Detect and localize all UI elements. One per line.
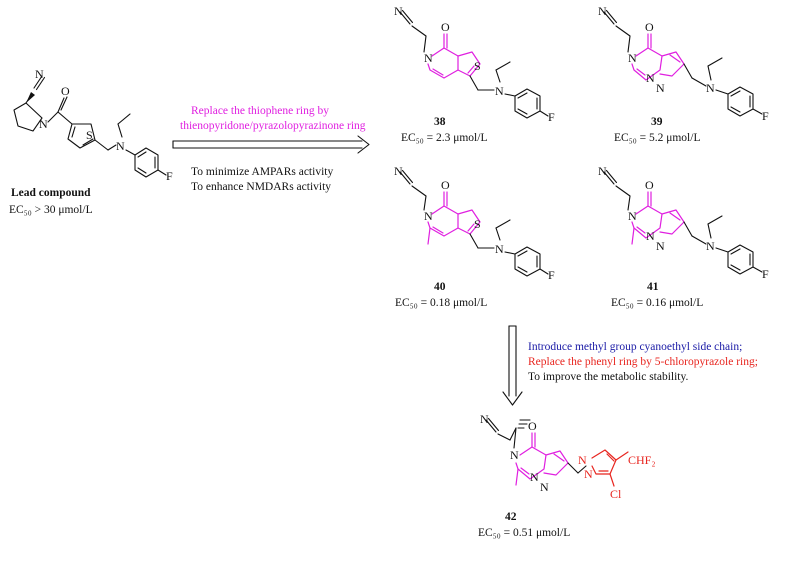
c39-pyrazole-n1: N <box>656 81 665 95</box>
compound-42-ec50: EC₅₀ = 0.51 μmol/L <box>478 527 570 539</box>
c39-ring-n: N <box>628 51 637 65</box>
c42-carbonyl-o: O <box>528 419 537 433</box>
c40-sulfur: S <box>474 217 481 231</box>
lead-amine-n: N <box>116 139 125 153</box>
compound-39-ec50: EC₅₀ = 5.2 μmol/L <box>614 132 700 144</box>
compound-42-label: 42 <box>505 511 517 523</box>
c39-pyrazole-n2: N <box>646 71 655 85</box>
c42-chlorine: Cl <box>610 487 622 501</box>
c38-ring-n: N <box>424 51 433 65</box>
compound-41-ec50: EC₅₀ = 0.16 μmol/L <box>611 297 703 309</box>
step2-text-line1: Introduce methyl group cyanoethyl side c… <box>528 341 742 353</box>
compound-38-ec50: EC₅₀ = 2.3 μmol/L <box>401 132 487 144</box>
step2-text-line3: To improve the metabolic stability. <box>528 371 688 383</box>
compound-41-label: 41 <box>647 281 659 293</box>
c41-fluorine: F <box>762 267 769 281</box>
step1-text-line2: thienopyridone/pyrazolopyrazinone ring <box>180 120 366 132</box>
c41-ring-n: N <box>628 209 637 223</box>
c39-amine-n: N <box>706 81 715 95</box>
lead-compound-structure: N N O S N F <box>13 67 173 183</box>
c42-pyrazole-n1: N <box>540 480 549 494</box>
c39-carbonyl-o: O <box>645 20 654 34</box>
c38-nitrile-n: N <box>394 4 403 18</box>
compound-38-label: 38 <box>434 116 446 128</box>
lead-compound-label: Lead compound <box>11 187 91 199</box>
c42-chloropyrazole-n1: N <box>578 453 587 467</box>
compound-38-structure: N N O S N F <box>394 4 555 124</box>
c41-pyrazole-n1: N <box>656 239 665 253</box>
c41-amine-n: N <box>706 239 715 253</box>
compound-40-ec50: EC₅₀ = 0.18 μmol/L <box>395 297 487 309</box>
lead-compound-ec50: EC₅₀ > 30 μmol/L <box>9 204 93 216</box>
lead-carbonyl-o: O <box>61 84 70 98</box>
c39-fluorine: F <box>762 109 769 123</box>
c42-nitrile-n: N <box>480 412 489 426</box>
step1-goal2: To enhance NMDARs activity <box>191 181 331 193</box>
compound-41-structure: N N O N N N F <box>598 164 769 281</box>
step2-arrow <box>502 325 523 406</box>
c38-sulfur: S <box>474 59 481 73</box>
lead-thiophene-s: S <box>86 128 93 142</box>
c41-carbonyl-o: O <box>645 178 654 192</box>
compound-40-structure: N N O S N F <box>394 164 555 282</box>
compound-39-structure: N N O N N N F <box>598 4 769 123</box>
c40-amine-n: N <box>495 242 504 256</box>
c42-chloropyrazole-n2: N <box>584 467 593 481</box>
compound-42-structure: N N O N N N N CHF₂ Cl <box>480 412 656 501</box>
c40-fluorine: F <box>548 268 555 282</box>
compound-39-label: 39 <box>651 116 663 128</box>
c40-ring-n: N <box>424 209 433 223</box>
step1-arrow <box>172 135 370 154</box>
c38-fluorine: F <box>548 110 555 124</box>
c40-carbonyl-o: O <box>441 178 450 192</box>
step1-text-line1: Replace the thiophene ring by <box>191 105 329 117</box>
c41-pyrazole-n2: N <box>646 229 655 243</box>
compound-40-label: 40 <box>434 281 446 293</box>
c38-amine-n: N <box>495 84 504 98</box>
step2-text-line2: Replace the phenyl ring by 5-chloropyraz… <box>528 356 758 368</box>
c42-pyrazole-n2: N <box>530 470 539 484</box>
step1-goal1: To minimize AMPARs activity <box>191 166 333 178</box>
c41-nitrile-n: N <box>598 164 607 178</box>
c40-nitrile-n: N <box>394 164 403 178</box>
lead-nitrile-n: N <box>35 67 44 81</box>
c39-nitrile-n: N <box>598 4 607 18</box>
lead-fluorine: F <box>166 169 173 183</box>
c42-ring-n: N <box>510 448 519 462</box>
lead-pyrrolidine-n: N <box>39 117 48 131</box>
c38-carbonyl-o: O <box>441 20 450 34</box>
c42-chf2: CHF₂ <box>628 453 656 467</box>
